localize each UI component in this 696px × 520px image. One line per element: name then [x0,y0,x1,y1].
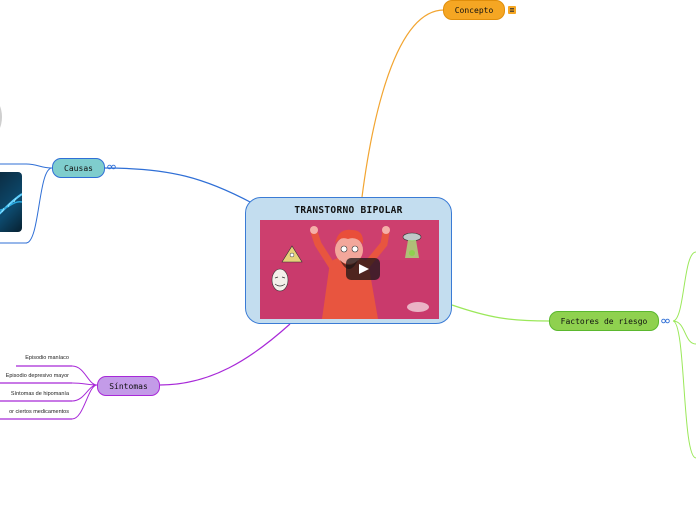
concepto-label: Concepto [454,5,494,15]
sintomas-connector [159,323,291,386]
causas-sub-connector [25,163,53,244]
factores-node[interactable]: Factores de riesgo [549,311,659,331]
central-topic[interactable]: TRANSTORNO BIPOLAR [245,197,452,324]
dna-helix-icon [0,193,22,215]
sintomas-item[interactable]: Episodio maníaco [25,355,69,361]
sintomas-label: Síntomas [109,381,148,391]
sintomas-item[interactable]: or ciertos medicamentos [9,409,69,415]
sintomas-item[interactable]: Síntomas de hipomanía [10,391,69,397]
concepto-connector [361,9,445,198]
sintomas-sub-connectors [71,365,98,420]
link-icon[interactable] [661,318,670,326]
video-thumbnail[interactable] [260,220,439,319]
concepto-node[interactable]: Concepto [443,0,505,20]
causas-label: Causas [64,163,93,173]
causas-connector [104,167,253,204]
note-icon[interactable] [508,6,516,14]
dna-image [0,172,22,232]
factores-label: Factores de riesgo [560,316,648,326]
sintomas-node[interactable]: Síntomas [97,376,160,396]
factores-connector [451,304,550,322]
central-topic-title: TRANSTORNO BIPOLAR [294,205,403,216]
factores-sub-connectors [672,251,696,459]
causas-node[interactable]: Causas [52,158,105,178]
link-icon[interactable] [107,164,116,172]
sintomas-item[interactable]: Episodio depresivo mayor [5,373,69,379]
play-icon[interactable] [346,258,380,280]
